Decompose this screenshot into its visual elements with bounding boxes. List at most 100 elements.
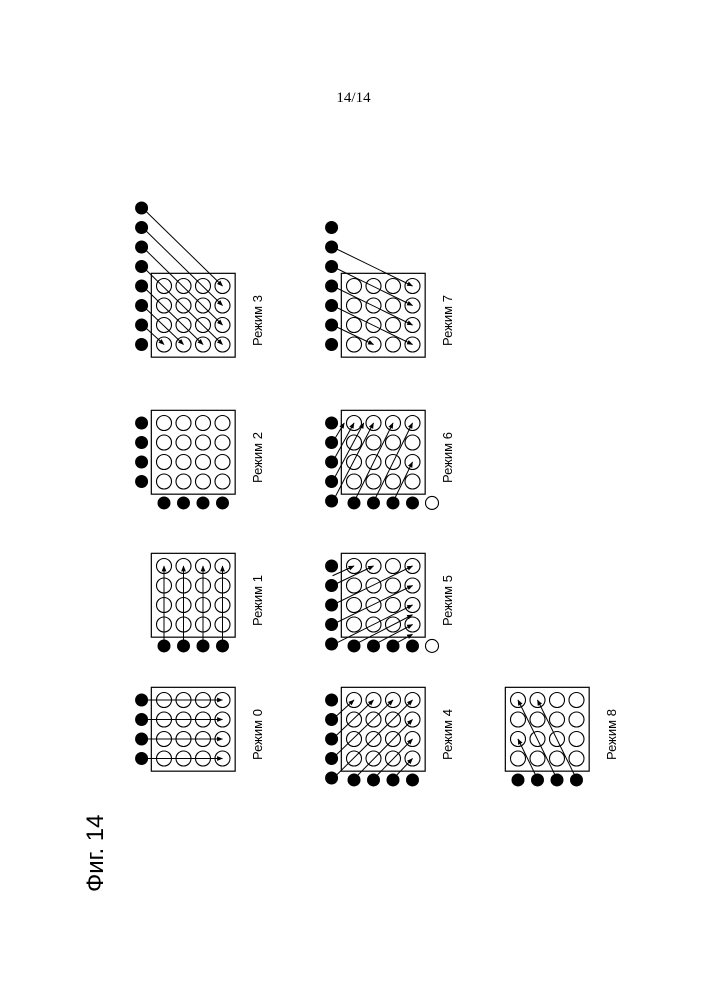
pixel-circle <box>157 416 172 431</box>
mode-label: Режим 5 <box>440 575 455 626</box>
pixel-circle <box>176 474 191 489</box>
pixel-circle <box>347 455 362 470</box>
pixel-circle <box>157 474 172 489</box>
reference-pixel-left <box>325 733 338 746</box>
pixel-circle <box>550 693 565 708</box>
pixel-circle <box>215 455 230 470</box>
mode-7-block: Режим 7 <box>325 221 455 357</box>
pixel-circle <box>196 455 211 470</box>
pixel-circle <box>347 279 362 294</box>
mode-6-block: Режим 6 <box>325 410 455 509</box>
reference-pixel-left <box>325 280 338 293</box>
mode-3-block: Режим 3 <box>135 202 265 358</box>
pixel-circle <box>176 279 191 294</box>
pixel-circle <box>569 751 584 766</box>
reference-pixel-bottom <box>367 496 380 509</box>
pixel-circle <box>347 578 362 593</box>
mode-8-block: Режим 8 <box>505 687 619 786</box>
reference-pixel-bottom <box>348 773 361 786</box>
reference-pixel-bottom <box>570 773 583 786</box>
pixel-circle <box>569 712 584 727</box>
mode-label: Режим 1 <box>250 575 265 626</box>
unavailable-reference-pixel <box>426 496 439 509</box>
reference-pixel-left <box>135 319 148 332</box>
mode-label: Режим 7 <box>440 295 455 346</box>
mode-2-block: Режим 2 <box>135 410 265 509</box>
reference-pixel-left <box>135 456 148 469</box>
pixel-circle <box>386 598 401 613</box>
pixel-circle <box>366 435 381 450</box>
reference-pixel-left <box>135 221 148 234</box>
reference-pixel-bottom <box>197 496 210 509</box>
reference-pixel-bottom <box>177 496 190 509</box>
pixel-circle <box>386 559 401 574</box>
reference-pixel-bottom <box>348 496 361 509</box>
pixel-circle <box>386 298 401 313</box>
pixel-circle <box>530 751 545 766</box>
reference-pixel-bottom <box>406 639 419 652</box>
pixel-circle <box>196 474 211 489</box>
pixel-circle <box>347 617 362 632</box>
pixel-circle <box>569 732 584 747</box>
pixel-circle <box>215 474 230 489</box>
reference-pixel-left <box>325 456 338 469</box>
reference-pixel-left <box>325 694 338 707</box>
pixel-circle <box>550 751 565 766</box>
reference-pixel-bottom <box>551 773 564 786</box>
pixel-circle <box>215 416 230 431</box>
reference-pixel-left <box>135 338 148 351</box>
reference-pixel-left <box>325 221 338 234</box>
mode-5-block: Режим 5 <box>325 553 455 652</box>
pixel-circle <box>569 693 584 708</box>
reference-pixel-left <box>135 436 148 449</box>
reference-pixel-left <box>325 579 338 592</box>
pixel-circle <box>550 712 565 727</box>
pixel-circle <box>347 732 362 747</box>
reference-pixel-bottom <box>406 496 419 509</box>
pixel-circle <box>176 298 191 313</box>
figure-label: Фиг. 14 <box>82 814 109 892</box>
pixel-circle <box>157 435 172 450</box>
reference-pixel-bottom <box>406 773 419 786</box>
reference-pixel-left <box>325 752 338 765</box>
reference-pixel-left <box>325 241 338 254</box>
pixel-circle <box>511 712 526 727</box>
pixel-circle <box>215 435 230 450</box>
reference-pixel-bottom <box>367 639 380 652</box>
unavailable-reference-pixel <box>426 639 439 652</box>
pixel-circle <box>530 712 545 727</box>
reference-pixel-left <box>325 560 338 573</box>
mode-label: Режим 0 <box>250 709 265 760</box>
pixel-circle <box>347 337 362 352</box>
mode-label: Режим 8 <box>604 709 619 760</box>
pixel-circle <box>196 435 211 450</box>
prediction-direction-arrow <box>143 208 223 286</box>
reference-pixel-bottom <box>387 639 400 652</box>
pixel-circle <box>157 279 172 294</box>
reference-pixel-bottom <box>348 639 361 652</box>
reference-pixel-left <box>325 599 338 612</box>
mode-0-block: Режим 0 <box>135 687 265 771</box>
reference-pixel-left <box>325 772 338 785</box>
mode-label: Режим 3 <box>250 295 265 346</box>
pixel-circle <box>347 474 362 489</box>
reference-pixel-left <box>325 319 338 332</box>
pixel-circle <box>405 435 420 450</box>
reference-pixel-bottom <box>531 773 544 786</box>
mode-label: Режим 2 <box>250 432 265 483</box>
pixel-circle <box>511 751 526 766</box>
pixel-circle <box>405 474 420 489</box>
reference-pixel-left <box>325 638 338 651</box>
pixel-circle <box>386 279 401 294</box>
reference-pixel-left <box>135 280 148 293</box>
reference-pixel-left <box>135 417 148 430</box>
pixel-circle <box>347 298 362 313</box>
pixel-circle <box>176 416 191 431</box>
reference-pixel-left <box>325 299 338 312</box>
mode-4-block: Режим 4 <box>325 687 455 786</box>
reference-pixel-left <box>325 436 338 449</box>
reference-pixel-left <box>135 260 148 273</box>
reference-pixel-left <box>325 417 338 430</box>
reference-pixel-bottom <box>216 496 229 509</box>
